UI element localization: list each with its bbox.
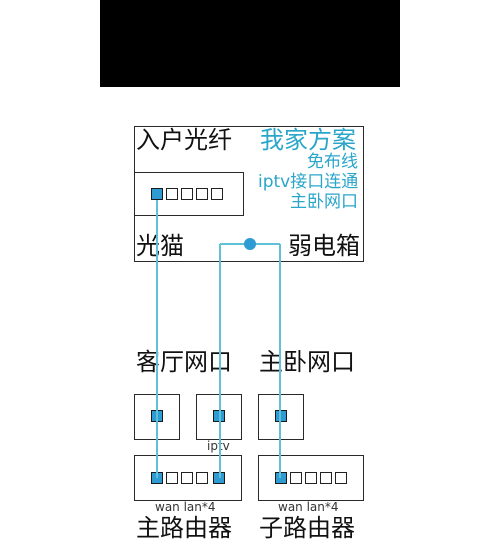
plan-line-2: iptv接口连通 bbox=[258, 172, 359, 192]
weak-box-label: 弱电箱 bbox=[288, 232, 360, 260]
main-router-wan-lan-label: wan lan*4 bbox=[155, 500, 216, 514]
master-bedroom-port-label: 主卧网口 bbox=[259, 348, 355, 376]
main-router-port-lan-3 bbox=[196, 472, 208, 484]
sub-router-wan-lan-label: wan lan*4 bbox=[278, 500, 339, 514]
plan-line-3: 主卧网口 bbox=[290, 192, 358, 212]
modem-port-1 bbox=[151, 188, 163, 200]
modem-device bbox=[134, 172, 244, 216]
wiring-diagram bbox=[156, 200, 281, 478]
modem-port-5 bbox=[211, 188, 223, 200]
living-room-port-label: 客厅网口 bbox=[136, 348, 232, 376]
sub-router-port-lan-3 bbox=[320, 472, 332, 484]
modem-port-4 bbox=[196, 188, 208, 200]
main-router-port-lan-2 bbox=[181, 472, 193, 484]
main-router-port-lan-1 bbox=[166, 472, 178, 484]
modem-port-3 bbox=[181, 188, 193, 200]
sub-router-port-lan-1 bbox=[290, 472, 302, 484]
plan-line-1: 免布线 bbox=[307, 152, 358, 172]
iptv-label: iptv bbox=[207, 439, 230, 453]
plan-title: 我家方案 bbox=[260, 126, 356, 154]
wire-junction-dot bbox=[244, 238, 256, 250]
modem-port-2 bbox=[166, 188, 178, 200]
main-router-device bbox=[134, 455, 242, 501]
black-banner bbox=[100, 0, 400, 87]
sub-router-port-lan-4 bbox=[335, 472, 347, 484]
sub-router-device bbox=[258, 455, 364, 501]
fiber-in-label: 入户光纤 bbox=[136, 126, 232, 154]
modem-label: 光猫 bbox=[136, 232, 184, 260]
sub-router-port-lan-2 bbox=[305, 472, 317, 484]
